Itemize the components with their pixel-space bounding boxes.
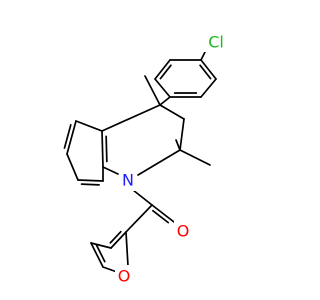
bond-c-o-double [151, 204, 175, 223]
bond-c2-n [137, 149, 181, 176]
bond-ring-ar-2 [154, 59, 171, 80]
bond-layer [63, 49, 217, 273]
bond-n-carbonyl [132, 189, 153, 206]
bond-benzo-1 [101, 130, 104, 168]
bond-furan-5 [125, 231, 129, 267]
bond-furan-4 [102, 266, 118, 273]
bond-benzo-5 [77, 179, 104, 182]
atom-label-n: N [122, 171, 134, 190]
bond-ring-ar-6-inner [199, 64, 212, 80]
atom-label-o-carbonyl: O [177, 222, 190, 241]
atom-o-furan: O [115, 265, 133, 287]
bond-furan-3 [90, 242, 104, 268]
bond-ring-ar-2-inner [159, 64, 172, 80]
bond-benzo-3 [66, 120, 77, 155]
bond-c4-c4a [101, 104, 161, 132]
bond-benzo-4 [66, 153, 79, 181]
bond-furan-3-inner [95, 243, 106, 263]
bond-c4-c3 [159, 104, 185, 120]
bond-carbonyl-furan [125, 204, 153, 233]
bond-c2-methyl-b [175, 139, 181, 151]
bond-benzo-1-inner [105, 135, 108, 163]
bond-c4-methyl [144, 75, 161, 106]
atom-label-cl: Cl [208, 33, 224, 52]
bond-ring-ar-6 [200, 59, 217, 80]
bond-benzo-5-inner [80, 183, 100, 186]
bond-furan-2 [90, 242, 112, 249]
atom-n: N [119, 169, 137, 191]
bond-benzo-3-inner [63, 124, 72, 149]
bond-ring-ar-3 [154, 78, 171, 98]
atom-o-carbonyl: O [174, 220, 192, 242]
bond-c-o-double-inner [152, 209, 170, 224]
bond-furan-1-inner [109, 230, 122, 244]
molecule-structure: Cl N O O [63, 32, 229, 287]
bond-n-c8a [102, 166, 119, 175]
bond-benzo-2 [75, 120, 103, 132]
atom-label-o-furan: O [118, 267, 131, 286]
bond-c3-c2 [179, 118, 185, 151]
atom-cl: Cl [199, 32, 229, 52]
bond-aryl-c4 [159, 96, 171, 106]
bond-furan-1 [110, 231, 127, 249]
bond-ring-ar-5 [200, 78, 217, 98]
bond-c2-methyl-a [179, 149, 211, 166]
